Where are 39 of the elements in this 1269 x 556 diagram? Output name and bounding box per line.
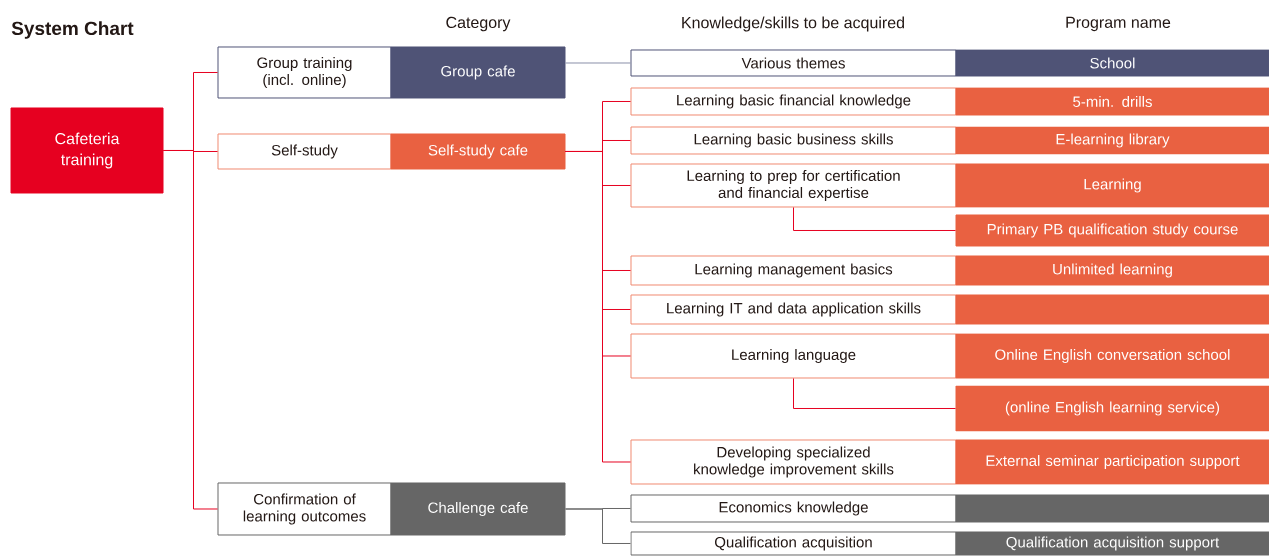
skill-box: Learning basic financial knowledge — [630, 87, 957, 116]
skill-box: Various themes — [630, 49, 957, 77]
chart-title: System Chart — [11, 21, 134, 39]
program-box: (online English learning service) — [955, 385, 1269, 432]
skill-box: Learning to prep for certification and financial expertise — [630, 163, 957, 208]
program-box — [955, 494, 1269, 523]
program-box: 5-min. drills — [955, 87, 1269, 116]
skill-box: Learning basic business skills — [630, 126, 957, 155]
program-box: School — [955, 49, 1269, 77]
column-header: Knowledge/skills to be acquired — [682, 16, 904, 32]
program-box: Learning — [955, 163, 1269, 208]
skill-box: Qualification acquisition — [630, 531, 957, 556]
program-box: Primary PB qualification study course — [955, 214, 1269, 247]
column-header: Category — [446, 16, 511, 32]
program-box: Challenge cafe — [390, 482, 566, 536]
program-box: External seminar participation support — [955, 439, 1269, 485]
category-box: Group training (incl. online) — [217, 46, 392, 99]
program-box: Unlimited learning — [955, 255, 1269, 286]
program-box — [955, 294, 1269, 325]
skill-box: Economics knowledge — [630, 494, 957, 523]
root-box: Cafeteria training — [10, 107, 164, 194]
connector-line — [565, 508, 631, 544]
column-header: Program name — [1066, 16, 1171, 32]
skill-box: Confirmation of learning outcomes — [217, 482, 392, 536]
program-box: E-learning library — [955, 126, 1269, 155]
program-box: Self-study cafe — [390, 133, 566, 170]
connector-line — [565, 151, 631, 463]
connector-line — [163, 150, 218, 510]
category-box: Group cafe — [390, 46, 566, 99]
skill-box: Developing specialized knowledge improvement skills — [630, 439, 957, 485]
connector-line — [565, 62, 631, 64]
program-box: Qualification acquisition support — [955, 531, 1269, 556]
connector-line — [793, 378, 956, 409]
skill-box: Learning language — [630, 333, 957, 379]
skill-box: Learning IT and data application skills — [630, 294, 957, 325]
connector-line — [793, 207, 956, 231]
category-box: Self-study — [217, 133, 392, 170]
program-box: Online English conversation school — [955, 333, 1269, 379]
skill-box: Learning management basics — [630, 255, 957, 286]
